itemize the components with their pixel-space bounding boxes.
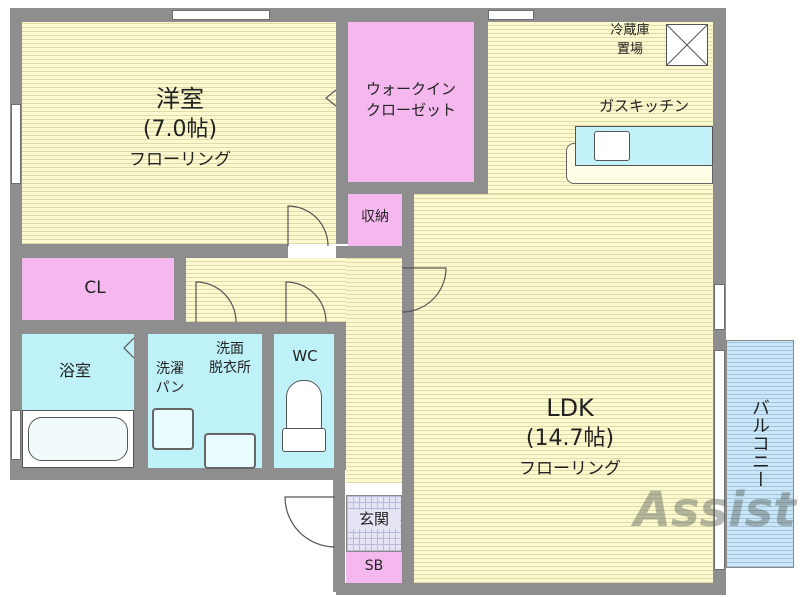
bathtub	[22, 410, 134, 468]
entrance-wall-left	[333, 480, 345, 592]
fridge-space	[666, 24, 708, 66]
wall-wic-left	[336, 22, 348, 244]
outer-wall-left	[10, 8, 22, 475]
western-room-size: (7.0帖)	[142, 117, 218, 142]
wash-basin	[204, 433, 256, 469]
door-entrance	[284, 496, 336, 548]
washer-pan	[152, 408, 194, 450]
ldk-floor: フローリング	[519, 459, 621, 479]
window-western-left	[11, 104, 21, 184]
window-ldk-right	[714, 284, 725, 330]
dressing-line1: 洗面	[216, 341, 244, 357]
kitchen-label: ガスキッチン	[598, 97, 689, 115]
fridge-line2: 置場	[616, 42, 643, 57]
dressing-line2: 脱衣所	[209, 360, 251, 376]
outer-wall-bottom	[336, 583, 726, 595]
bathroom-label: 浴室	[58, 361, 91, 380]
fridge-line1: 冷蔵庫	[610, 23, 650, 38]
closet	[22, 258, 186, 320]
walk-in-closet	[348, 22, 474, 182]
walk-in-closet-line2: クローゼット	[365, 101, 456, 119]
assist-watermark: Assist	[633, 482, 797, 538]
shoe-box	[346, 552, 402, 583]
wall-cl-right	[174, 258, 186, 334]
closet-label: CL	[84, 278, 106, 298]
western-room-floor: フローリング	[129, 150, 231, 170]
wall-ldk-left	[402, 258, 414, 583]
ldk-name: LDK	[546, 394, 594, 422]
wall-storage-right	[402, 194, 414, 258]
balcony-label: バルコニー	[749, 398, 770, 488]
hallway-lower	[346, 258, 402, 483]
outer-wall-top	[10, 8, 725, 22]
shoe-box-label: SB	[364, 558, 384, 574]
wall-wic-right	[474, 22, 488, 194]
toilet-icon	[282, 380, 326, 454]
wall-wash-right	[262, 322, 274, 468]
washer-line2: パン	[155, 380, 185, 396]
window-ldk-top	[488, 10, 534, 20]
wall-hall-bottom	[134, 322, 346, 334]
walk-in-closet-line1: ウォークイン	[365, 80, 456, 98]
outer-wall-bottom-left	[10, 468, 345, 480]
wall-hall-top	[186, 244, 288, 258]
window-bath-left	[11, 410, 21, 460]
balcony	[726, 340, 794, 568]
ldk-room-lower	[414, 194, 713, 583]
washer-line1: 洗濯	[156, 361, 184, 377]
wall-wic-bottom	[348, 182, 488, 194]
wall-storage-bottom	[336, 246, 414, 258]
wall-bath-right	[134, 334, 148, 468]
wall-hall-inner	[334, 322, 346, 470]
western-room	[22, 22, 336, 244]
wall-cl-top	[22, 244, 186, 258]
wc-label: WC	[292, 347, 318, 365]
storage-label: 収納	[361, 209, 389, 225]
sink-icon	[594, 131, 630, 161]
ldk-size: (14.7帖)	[525, 426, 615, 451]
western-room-name: 洋室	[156, 85, 204, 113]
window-western-top	[172, 10, 270, 20]
storage	[348, 194, 402, 246]
window-ldk-right-lower	[714, 350, 725, 570]
entrance-label: 玄関	[348, 510, 400, 529]
